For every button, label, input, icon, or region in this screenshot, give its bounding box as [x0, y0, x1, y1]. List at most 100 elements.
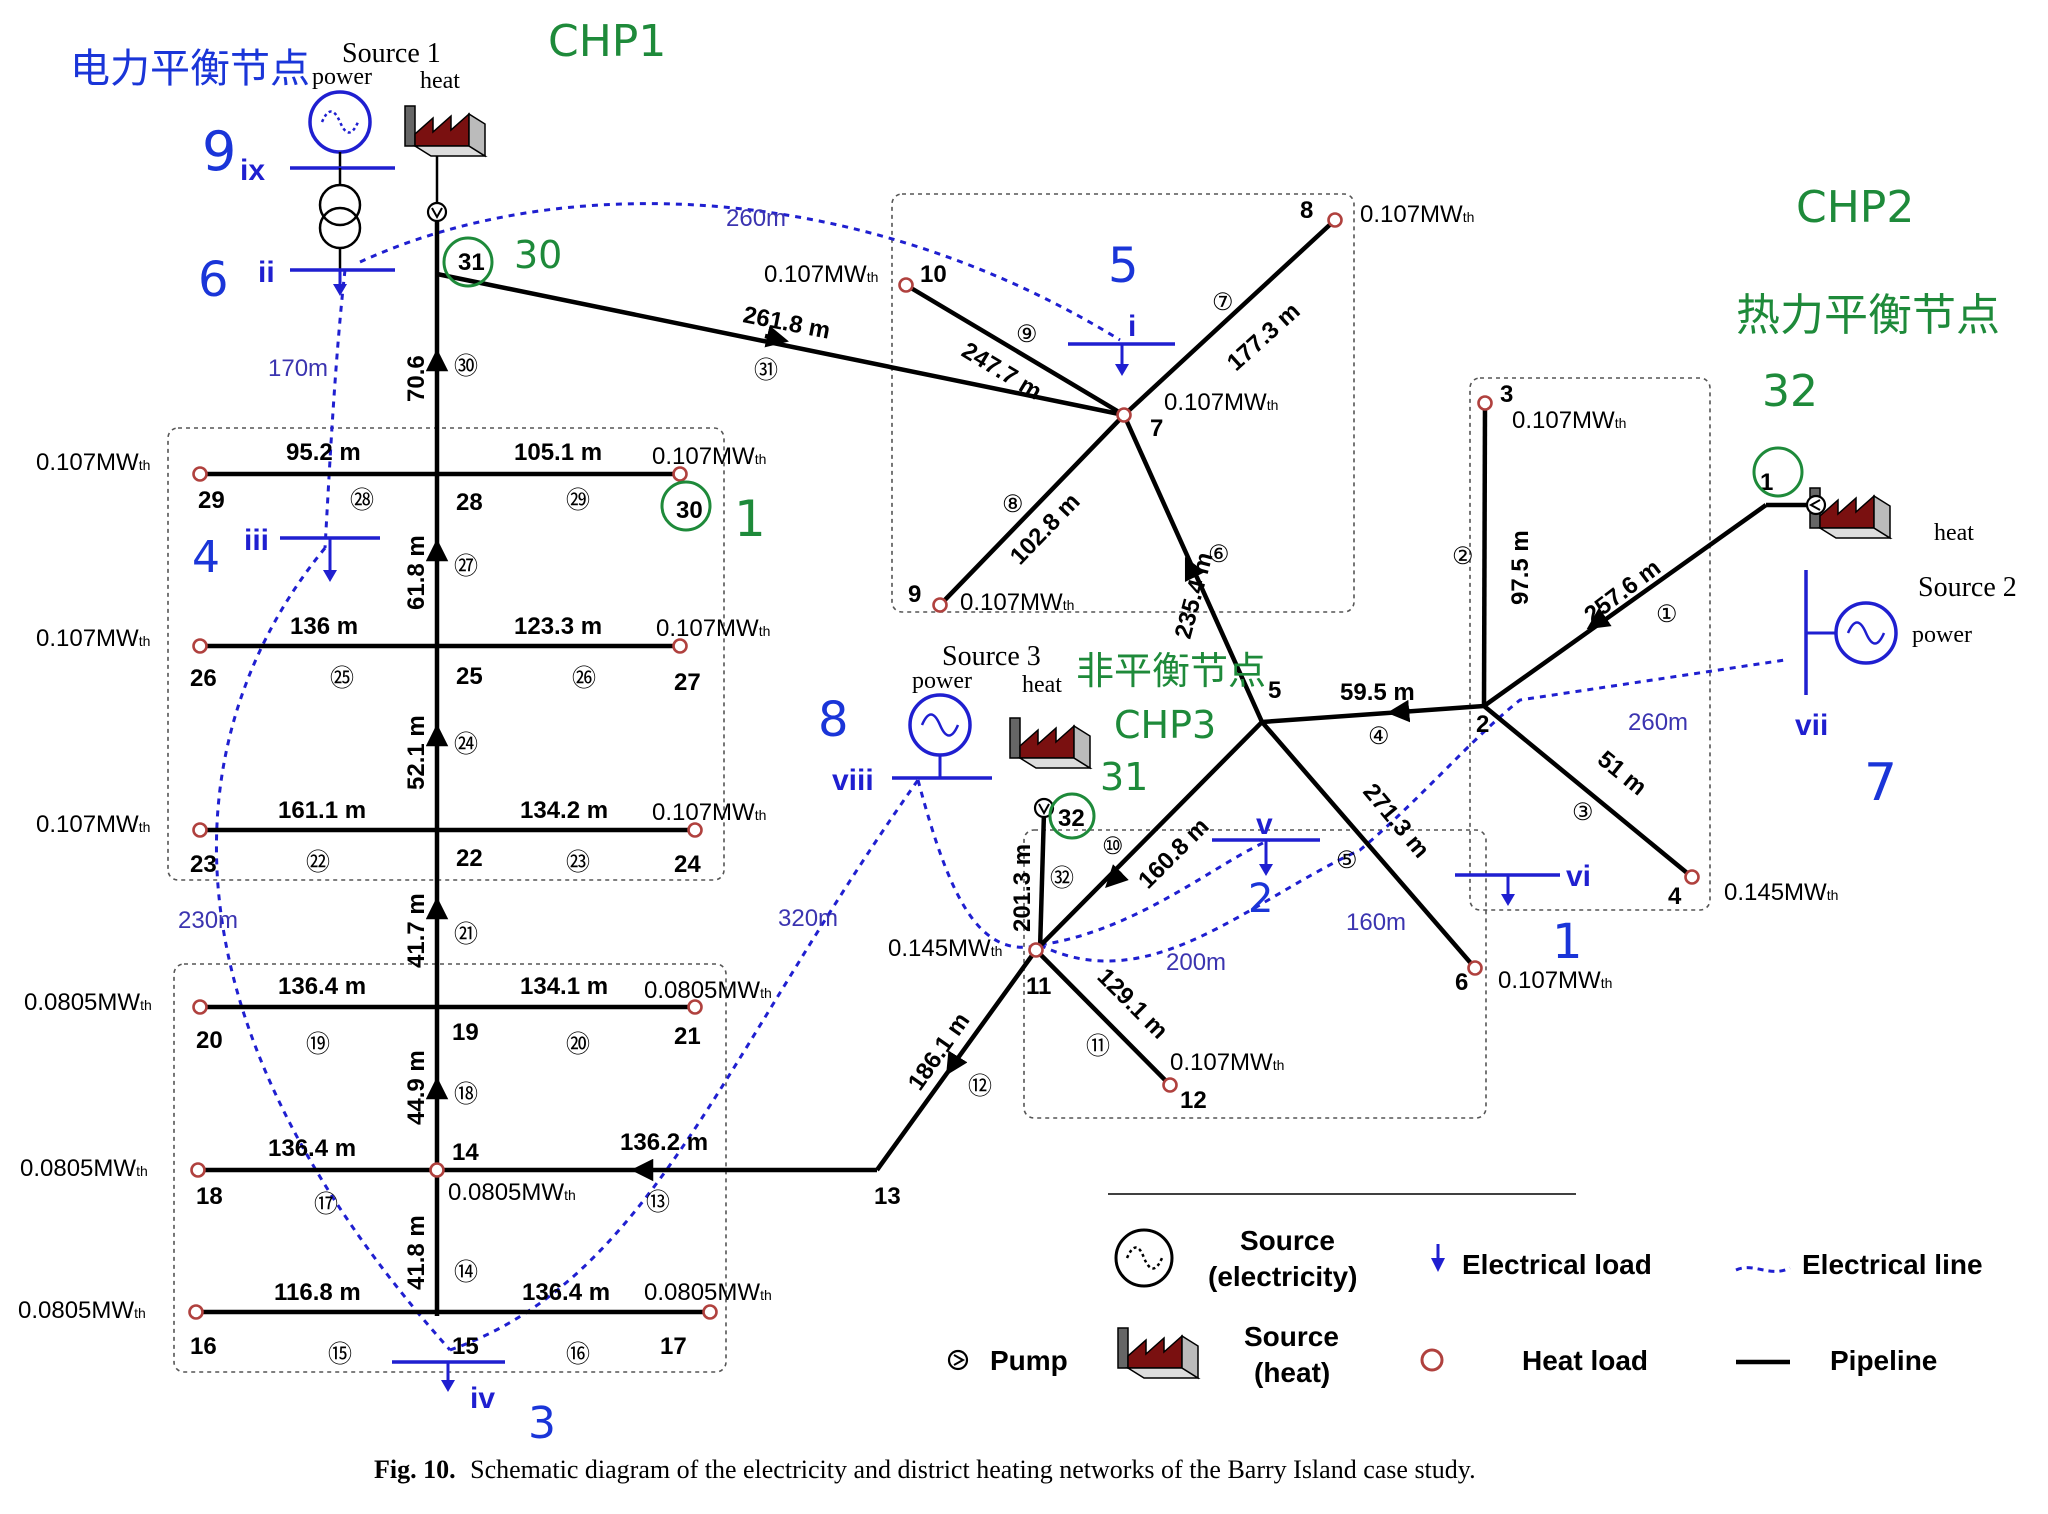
- load-value: 0.107MWth: [1170, 1049, 1284, 1076]
- pipe-number: ⑮: [328, 1341, 352, 1368]
- note-bus-1: 1: [1552, 914, 1583, 970]
- pipe-number: ②: [1452, 543, 1474, 570]
- note-chp1: CHP1: [548, 16, 666, 67]
- node-label: 9: [908, 581, 921, 608]
- bus-label: vii: [1795, 709, 1828, 742]
- node-label: 8: [1300, 197, 1313, 224]
- legend-source-heat: Source: [1244, 1321, 1339, 1352]
- node-label: 23: [190, 851, 217, 878]
- node-label: 12: [1180, 1087, 1207, 1114]
- pipe-length: 44.9 m: [403, 1050, 430, 1125]
- pipe-length: 41.7 m: [403, 893, 430, 968]
- pipe-number: ㉗: [454, 553, 478, 580]
- pipe-number: ④: [1368, 723, 1390, 750]
- legend-electric-source-icon: [1116, 1230, 1172, 1286]
- pipe-number: ㉘: [350, 487, 374, 514]
- eline-length: 200m: [1166, 949, 1226, 976]
- note-bus-7: 7: [1864, 753, 1897, 813]
- node-label: 16: [190, 1333, 217, 1360]
- source-2-heat: heat: [1934, 520, 1974, 546]
- note-bus-6: 6: [198, 252, 229, 308]
- pipe-length: 136.2 m: [620, 1129, 708, 1156]
- load-value: 0.145MWth: [888, 935, 1002, 962]
- bus-label: i: [1128, 310, 1136, 343]
- pipe-length: 70.6: [403, 355, 430, 402]
- source-3-power: power: [912, 668, 972, 694]
- pipe-number: ⑲: [306, 1031, 330, 1058]
- bus-label: vi: [1566, 860, 1591, 893]
- eline-length: 260m: [1628, 709, 1688, 736]
- load-value: 0.0805MWth: [644, 1279, 772, 1306]
- pipe-number: ㉒: [306, 849, 330, 876]
- node-label: 17: [660, 1333, 687, 1360]
- bus-label: viii: [832, 764, 874, 797]
- transformer-icon: [320, 185, 360, 225]
- source-2-title: Source 2: [1918, 572, 2017, 603]
- pipe-length: 136 m: [290, 613, 358, 640]
- node-label: 20: [196, 1027, 223, 1054]
- pipe-number: ⑪: [1086, 1033, 1110, 1060]
- pipe-number: ㉚: [454, 353, 478, 380]
- node-label: 29: [198, 487, 225, 514]
- pipe-length: 201.3 m: [1009, 844, 1036, 932]
- pipe-length: 136.4 m: [522, 1279, 610, 1306]
- legend-source-elec: Source: [1240, 1225, 1335, 1256]
- node-label: 24: [674, 851, 701, 878]
- load-value: 0.0805MWth: [20, 1155, 148, 1182]
- note-bus-4: 4: [192, 532, 220, 583]
- note-non-balance: 非平衡节点: [1076, 649, 1266, 693]
- pipe-number: ㉔: [454, 731, 478, 758]
- node-label: 11: [1026, 973, 1051, 1000]
- eline-length: 170m: [268, 355, 328, 382]
- note-chp2: CHP2: [1796, 182, 1914, 233]
- pipe-number: ⑦: [1212, 289, 1234, 316]
- pipe-number: ⑰: [314, 1191, 338, 1218]
- heat-source-1-icon: [405, 106, 485, 156]
- pipe-number: ㉕: [330, 665, 354, 692]
- pipe-length: 105.1 m: [514, 439, 602, 466]
- legend-pipeline: Pipeline: [1830, 1345, 1937, 1376]
- load-value: 0.0805MWth: [24, 989, 152, 1016]
- legend-heat-load: Heat load: [1522, 1345, 1648, 1376]
- pipe-number: ㉜: [1050, 865, 1074, 892]
- load-value: 0.107MWth: [1360, 201, 1474, 228]
- pipe-number: ⑯: [566, 1341, 590, 1368]
- pipe-length: 41.8 m: [403, 1215, 430, 1290]
- source-2: [1806, 488, 1896, 695]
- pipe-length: 160.8 m: [1133, 813, 1214, 894]
- pipe-number: ㉓: [566, 849, 590, 876]
- pipe-number: ⑧: [1002, 491, 1024, 518]
- node-label: 18: [196, 1183, 223, 1210]
- load-value: 0.107MWth: [960, 589, 1074, 616]
- pipe-length: 59.5 m: [1340, 679, 1415, 706]
- note-chp3: CHP3: [1114, 703, 1216, 747]
- eline-length: 260m: [726, 205, 786, 232]
- load-value: 0.107MWth: [36, 811, 150, 838]
- pipe-length: 136.4 m: [268, 1135, 356, 1162]
- node-label: 10: [920, 261, 947, 288]
- node-label: 32: [1058, 805, 1085, 832]
- power-source-1-icon: [310, 92, 370, 152]
- note-node-1: 1: [734, 490, 766, 548]
- node-label: 6: [1455, 969, 1468, 996]
- pipe-length: 116.8 m: [274, 1279, 361, 1306]
- node-label: 3: [1500, 381, 1513, 408]
- source-3-heat: heat: [1022, 672, 1062, 698]
- pipe-length: 161.1 m: [278, 797, 366, 824]
- legend-pump-icon: [949, 1351, 967, 1369]
- legend-elec-line: Electrical line: [1802, 1249, 1983, 1280]
- node-label: 22: [456, 845, 483, 872]
- pipe-number: ①: [1656, 601, 1678, 628]
- pipe-length: 61.8 m: [403, 535, 430, 610]
- node-label: 2: [1476, 711, 1489, 738]
- bus-label: iii: [244, 524, 269, 557]
- pipe-length: 136.4 m: [278, 973, 366, 1000]
- legend: Source (electricity) Electrical load Ele…: [949, 1194, 1983, 1388]
- pipe-length: 123.3 m: [514, 613, 602, 640]
- bus-label: v: [1256, 808, 1273, 841]
- bus-label: ix: [240, 154, 265, 187]
- load-value: 0.107MWth: [1164, 389, 1278, 416]
- load-value: 0.107MWth: [36, 625, 150, 652]
- figure-caption: Fig. 10. Schematic diagram of the electr…: [374, 1455, 1476, 1484]
